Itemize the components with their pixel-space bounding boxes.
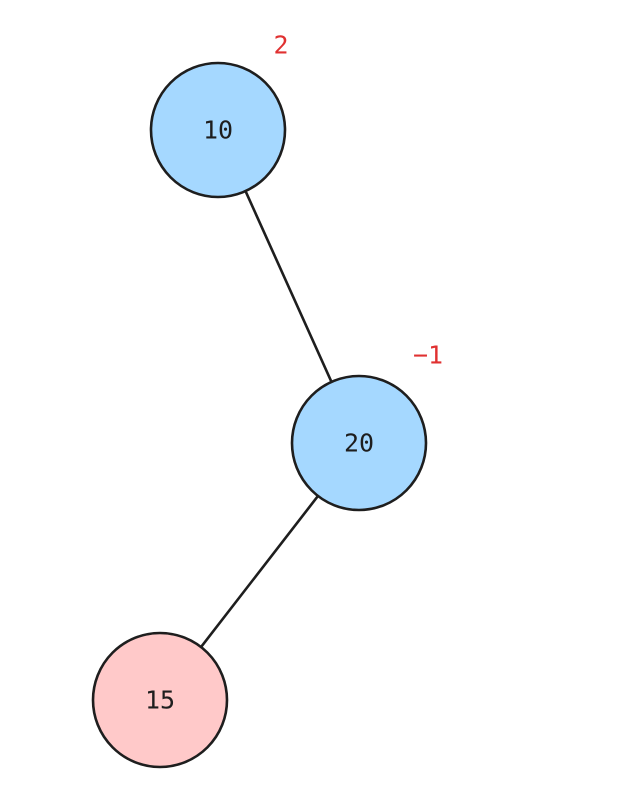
balance-factor-20: −1 [413, 341, 443, 370]
tree-node-15: 15 [91, 631, 229, 769]
tree-node-10: 10 [149, 61, 287, 199]
node-circle [91, 631, 229, 769]
tree-edges [199, 189, 333, 649]
node-circle [149, 61, 287, 199]
balance-factor-10: 2 [273, 31, 288, 60]
node-circle [290, 374, 428, 512]
node-value: 10 [203, 116, 233, 145]
tree-node-20: 20 [290, 374, 428, 512]
edge-n20-n15 [199, 494, 320, 649]
tree-nodes: 10 20 15 [91, 61, 428, 769]
edge-n10-n20 [244, 189, 333, 384]
balance-factors: 2 −1 [273, 31, 443, 370]
node-value: 15 [145, 686, 175, 715]
node-value: 20 [344, 429, 374, 458]
